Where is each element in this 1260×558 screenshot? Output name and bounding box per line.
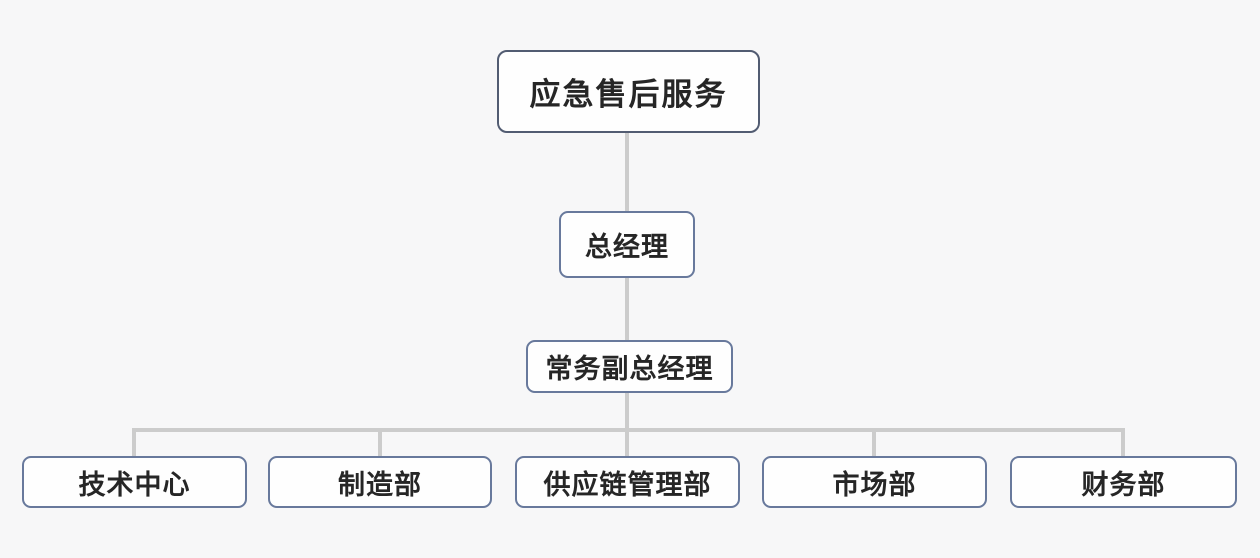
- org-node-dept-marketing: 市场部: [762, 456, 987, 508]
- connector-drop-manufacturing: [378, 428, 382, 457]
- org-node-dept-finance: 财务部: [1010, 456, 1237, 508]
- org-node-dept-tech-center: 技术中心: [22, 456, 247, 508]
- connector-drop-finance: [1121, 428, 1125, 457]
- org-node-dept-manufacturing: 制造部: [268, 456, 492, 508]
- connector-drop-marketing: [872, 428, 876, 457]
- org-node-dept-supply-chain: 供应链管理部: [515, 456, 740, 508]
- org-node-root: 应急售后服务: [497, 50, 760, 133]
- org-node-general-manager: 总经理: [559, 211, 695, 278]
- connector-drop-supply-chain: [625, 428, 629, 457]
- connector-root-to-gm: [625, 131, 629, 212]
- connector-drop-tech-center: [132, 428, 136, 457]
- connector-gm-to-deputy: [625, 277, 629, 341]
- org-node-executive-deputy-general-manager: 常务副总经理: [526, 340, 733, 393]
- connector-deputy-to-bus: [625, 392, 629, 432]
